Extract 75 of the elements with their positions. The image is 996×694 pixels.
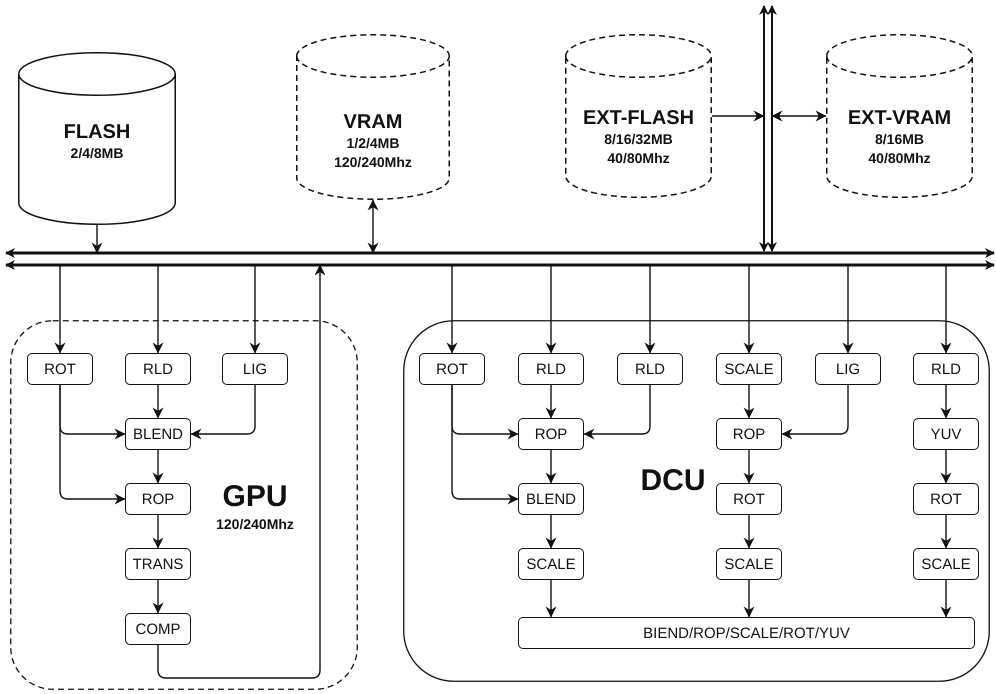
arrow bbox=[940, 515, 952, 549]
arrow bbox=[940, 580, 952, 618]
process-box: LIG bbox=[222, 353, 288, 385]
arrow bbox=[781, 385, 849, 440]
arrow bbox=[842, 265, 854, 354]
arrow bbox=[92, 225, 102, 254]
arrow bbox=[583, 385, 651, 440]
arrow bbox=[940, 450, 952, 484]
process-box: BLEND bbox=[125, 418, 191, 450]
arrow bbox=[744, 580, 754, 618]
arrow bbox=[546, 265, 556, 354]
arrow bbox=[744, 265, 754, 354]
arrow bbox=[744, 450, 754, 484]
memory-spec: 8/16MB 40/80Mhz bbox=[867, 130, 932, 168]
process-box: ROT bbox=[419, 353, 485, 385]
process-box: RLD bbox=[518, 353, 584, 385]
process-box: TRANS bbox=[125, 548, 191, 580]
arrow bbox=[368, 199, 378, 254]
storage-cylinder bbox=[826, 34, 973, 198]
process-box: YUV bbox=[913, 418, 979, 450]
arrow bbox=[157, 264, 326, 679]
storage-cylinder bbox=[18, 52, 176, 225]
process-box: COMP bbox=[125, 613, 191, 645]
arrow bbox=[190, 385, 256, 440]
group-container bbox=[403, 320, 990, 682]
process-box: BIEND/ROP/SCALE/ROT/YUV bbox=[518, 617, 975, 649]
arrow bbox=[451, 385, 519, 504]
memory-name: VRAM bbox=[344, 110, 402, 134]
arrow bbox=[546, 450, 556, 484]
arrow bbox=[744, 515, 754, 549]
arrow bbox=[644, 265, 656, 354]
arrow bbox=[712, 110, 765, 122]
storage-cylinder bbox=[565, 34, 712, 198]
arrow bbox=[940, 265, 952, 354]
process-box: ROT bbox=[716, 483, 782, 515]
memory-name: FLASH bbox=[64, 120, 130, 144]
arrow bbox=[152, 580, 164, 614]
arrow bbox=[744, 385, 754, 419]
process-box: BLEND bbox=[518, 483, 584, 515]
process-box: SCALE bbox=[518, 548, 584, 580]
process-box: ROT bbox=[913, 483, 979, 515]
arrow bbox=[59, 385, 126, 504]
process-box: ROT bbox=[27, 353, 93, 385]
process-box: SCALE bbox=[913, 548, 979, 580]
memory-name: EXT-VRAM bbox=[848, 106, 952, 130]
memory-spec: 2/4/8MB bbox=[70, 144, 124, 163]
arrow bbox=[152, 450, 164, 484]
arrow bbox=[152, 515, 164, 549]
storage-cylinder bbox=[296, 34, 450, 200]
arrow bbox=[546, 515, 556, 549]
memory-spec: 1/2/4MB 120/240Mhz bbox=[333, 134, 413, 172]
group-container bbox=[10, 320, 358, 690]
unit-title: GPU bbox=[222, 480, 288, 514]
arrow bbox=[546, 385, 556, 419]
arrow bbox=[152, 265, 164, 354]
process-box: RLD bbox=[617, 353, 683, 385]
arrow bbox=[546, 580, 556, 618]
process-box: RLD bbox=[125, 353, 191, 385]
process-box: LIG bbox=[815, 353, 881, 385]
process-box: ROP bbox=[518, 418, 584, 450]
process-box: RLD bbox=[913, 353, 979, 385]
arrow bbox=[446, 265, 458, 354]
memory-spec: 8/16/32MB 40/80Mhz bbox=[603, 130, 674, 168]
unit-title: DCU bbox=[640, 464, 706, 498]
process-box: ROP bbox=[716, 418, 782, 450]
unit-clock: 120/240Mhz bbox=[216, 516, 294, 532]
arrow bbox=[250, 265, 260, 354]
arrow bbox=[152, 385, 164, 419]
arrow bbox=[54, 265, 66, 354]
arrow bbox=[940, 385, 952, 419]
process-box: SCALE bbox=[716, 548, 782, 580]
memory-name: EXT-FLASH bbox=[582, 106, 694, 130]
arrow bbox=[771, 110, 827, 122]
process-box: SCALE bbox=[716, 353, 782, 385]
process-box: ROP bbox=[125, 483, 191, 515]
